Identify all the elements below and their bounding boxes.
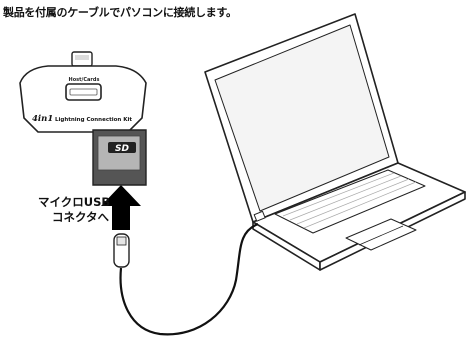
brand-label: 4in1: [32, 114, 53, 124]
sd-card-icon: [92, 129, 147, 186]
port-label: Host/Cards: [69, 77, 100, 83]
arrow-up-icon: [101, 185, 141, 230]
product-name-label: Lightning Connection Kit: [55, 117, 132, 123]
sd-logo: SD: [115, 144, 129, 154]
instruction-caption: 製品を付属のケーブルでパソコンに接続します。: [3, 6, 237, 19]
micro-usb-label: マイクロUSB: [38, 195, 111, 209]
laptop-icon: [204, 13, 466, 271]
micro-usb-plug-icon: [113, 233, 130, 268]
card-reader: [19, 51, 147, 133]
connector-direction-label: コネクタへ: [52, 210, 110, 224]
usb-cable: [119, 222, 259, 336]
